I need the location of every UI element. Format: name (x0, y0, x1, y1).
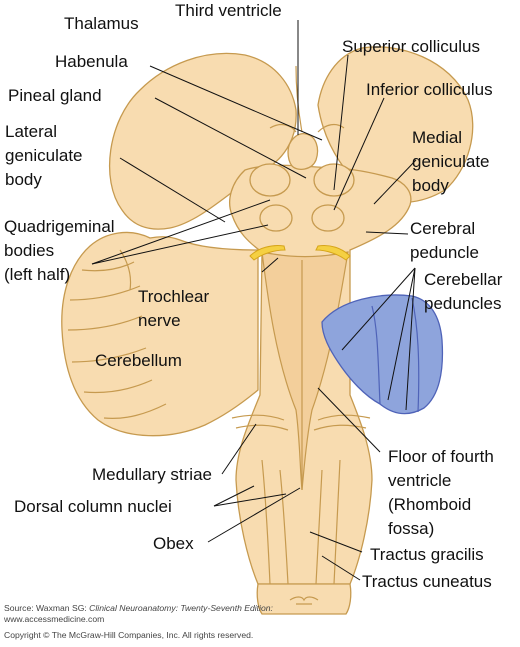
leader-superior-colliculus (333, 54, 349, 191)
leader-dorsal-column-1 (213, 485, 255, 507)
source-title: Clinical Neuroanatomy: Twenty-Seventh Ed… (89, 603, 273, 613)
inferior-colliculus-right (311, 204, 345, 232)
cord-gray-matter (289, 596, 319, 605)
label-thalamus: Thalamus (64, 14, 139, 33)
label-lateral-geniculate-1: Lateral (5, 122, 57, 141)
thalamus-left (109, 52, 297, 230)
label-inferior-colliculus: Inferior colliculus (366, 80, 493, 99)
leader-inferior-colliculus (333, 97, 385, 211)
label-floor-fourth-4: fossa) (388, 519, 434, 538)
label-tractus-cuneatus: Tractus cuneatus (362, 572, 492, 591)
label-obex: Obex (153, 534, 194, 553)
label-medial-geniculate-1: Medial (412, 128, 462, 147)
label-lateral-geniculate-3: body (5, 170, 42, 189)
label-floor-fourth-1: Floor of fourth (388, 447, 494, 466)
label-cerebral-peduncle-1: Cerebral (410, 219, 475, 238)
labels: Thalamus Third ventricle Superior collic… (4, 1, 503, 591)
leader-cerebellar-2 (387, 267, 416, 401)
label-medullary-striae: Medullary striae (92, 465, 212, 484)
label-quadrigeminal-2: bodies (4, 241, 54, 260)
leader-cerebral-peduncle (365, 231, 409, 235)
label-third-ventricle: Third ventricle (175, 1, 282, 20)
cerebellar-peduncles (321, 294, 444, 415)
leader-medullary-striae (221, 423, 257, 475)
leader-trochlear (261, 257, 279, 273)
leader-habenula (149, 65, 323, 141)
trochlear-nerve-right (315, 245, 351, 261)
leader-lateral-geniculate (119, 157, 226, 223)
cerebellum-folia (67, 249, 167, 419)
label-medial-geniculate-2: geniculate (412, 152, 490, 171)
source-website[interactable]: www.accessmedicine.com (4, 614, 105, 624)
source-citation: Source: Waxman SG: Clinical Neuroanatomy… (4, 603, 273, 614)
leader-dorsal-column-2 (213, 493, 287, 507)
pineal-gland (287, 133, 319, 171)
superior-colliculus-left (249, 163, 291, 197)
leader-medial-geniculate (373, 159, 417, 205)
label-superior-colliculus: Superior colliculus (342, 37, 480, 56)
label-quadrigeminal-3: (left half) (4, 265, 70, 284)
label-cerebellar-peduncles-1: Cerebellar (424, 270, 503, 289)
peduncle-divisions (371, 297, 420, 413)
leader-quadrigeminal-2 (91, 224, 269, 265)
label-quadrigeminal-1: Quadrigeminal (4, 217, 115, 236)
label-trochlear-1: Trochlear (138, 287, 210, 306)
label-medial-geniculate-3: body (412, 176, 449, 195)
label-tractus-gracilis: Tractus gracilis (370, 545, 484, 564)
leader-tractus-gracilis (309, 531, 363, 553)
label-trochlear-2: nerve (138, 311, 181, 330)
anatomy (61, 46, 474, 615)
leader-pineal-gland (154, 97, 307, 179)
label-cerebellar-peduncles-2: peduncles (424, 294, 502, 313)
label-pineal-gland: Pineal gland (8, 86, 102, 105)
leader-quadrigeminal-1 (91, 199, 271, 265)
medullary-striae (231, 414, 371, 431)
source-prefix: Source: Waxman SG: (4, 603, 90, 613)
dorsal-columns (261, 459, 341, 585)
label-floor-fourth-2: ventricle (388, 471, 451, 490)
label-lateral-geniculate-2: geniculate (5, 146, 83, 165)
label-habenula: Habenula (55, 52, 128, 71)
leader-obex (207, 487, 301, 543)
inferior-colliculus-left (259, 204, 293, 232)
leader-lines (91, 20, 417, 581)
superior-colliculus-right (313, 163, 355, 197)
trochlear-nerve-left (249, 245, 286, 261)
leader-floor-fourth (317, 387, 381, 453)
leader-cerebellar-3 (405, 267, 416, 411)
label-cerebellum: Cerebellum (95, 351, 182, 370)
leader-cerebellar-1 (341, 267, 416, 351)
label-cerebral-peduncle-2: peduncle (410, 243, 479, 262)
copyright-notice: Copyright © The McGraw-Hill Companies, I… (4, 630, 254, 640)
cerebellum (61, 231, 259, 437)
leader-tractus-cuneatus (321, 555, 361, 581)
label-floor-fourth-3: (Rhomboid (388, 495, 471, 514)
label-dorsal-column-nuclei: Dorsal column nuclei (14, 497, 172, 516)
